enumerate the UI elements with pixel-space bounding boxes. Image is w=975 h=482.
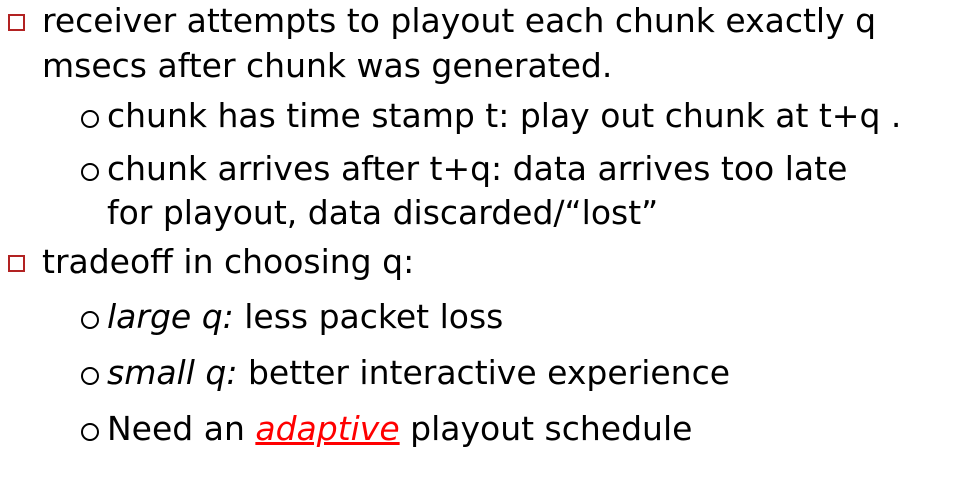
circle-bullet-icon (81, 110, 99, 128)
sub-bullet-text-line: large q: less packet loss (107, 297, 504, 336)
circle-bullet-icon (81, 423, 99, 441)
large-q-label: large q: (107, 297, 234, 336)
square-bullet-icon (8, 255, 25, 272)
bullet-text-line: receiver attempts to playout each chunk … (42, 1, 877, 40)
sub-bullet-text-line: Need an adaptive playout schedule (107, 409, 693, 448)
sub-bullet-text-line: chunk arrives after t+q: data arrives to… (107, 149, 848, 188)
adaptive-highlight: adaptive (255, 409, 400, 448)
bullet-text-line: msecs after chunk was generated. (42, 46, 613, 85)
small-q-label: small q: (107, 353, 238, 392)
sub-bullet-text-line: for playout, data discarded/“lost” (107, 193, 659, 232)
circle-bullet-icon (81, 367, 99, 385)
sub-bullet-text-line: small q: better interactive experience (107, 353, 731, 392)
circle-bullet-icon (81, 311, 99, 329)
bullet-text-line: tradeoff in choosing q: (42, 242, 415, 281)
sub-bullet-text-line: chunk has time stamp t: play out chunk a… (107, 96, 902, 135)
circle-bullet-icon (81, 163, 99, 181)
square-bullet-icon (8, 14, 25, 31)
